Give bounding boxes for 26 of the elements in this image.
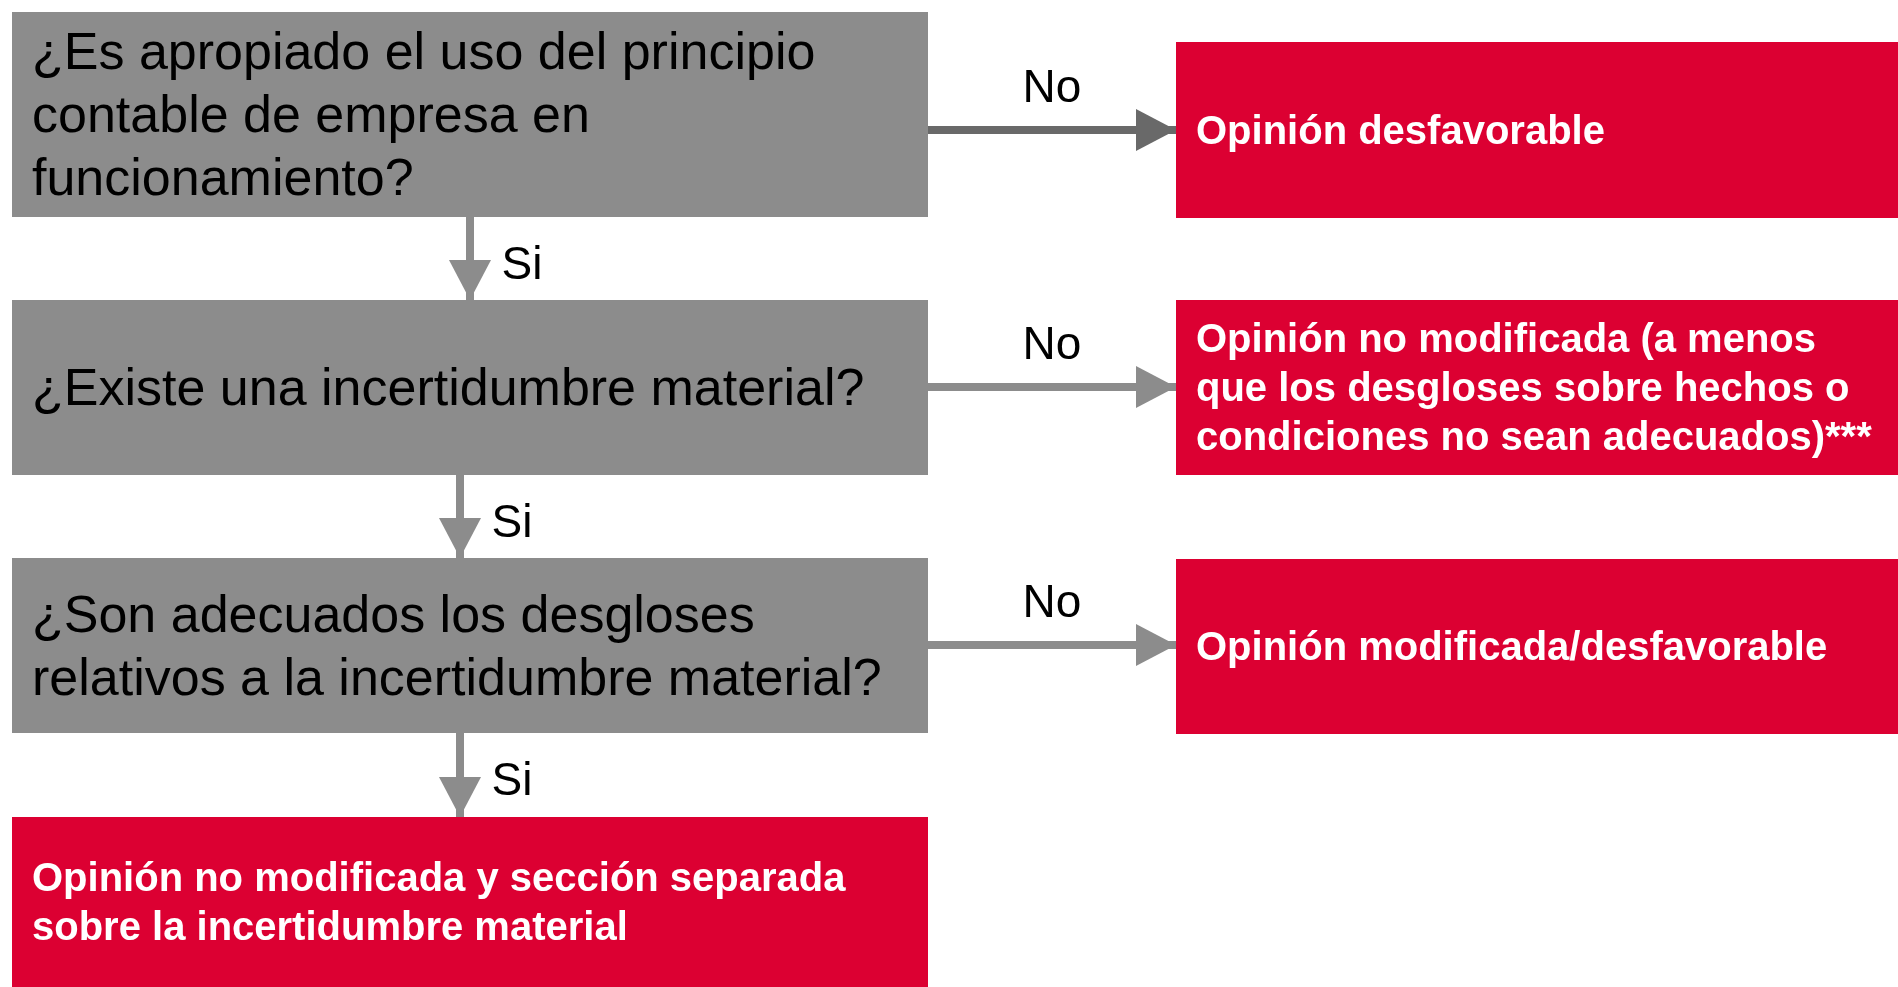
- decision-box: [12, 558, 928, 733]
- edge-label: Si: [491, 752, 533, 806]
- edge-label: No: [1022, 316, 1082, 370]
- edge-label: Si: [491, 493, 533, 548]
- arrow: [928, 624, 1176, 666]
- box-text: ¿Existe una incertidumbre material?: [32, 357, 865, 418]
- arrow: [439, 475, 481, 558]
- box-text: Opinión modificada/desfavorable: [1196, 623, 1828, 670]
- arrow: [439, 733, 481, 817]
- decision-box: [12, 12, 928, 217]
- outcome-box: [12, 817, 928, 987]
- box-text: ¿Son adecuados los desgloses relativos a la incertidumbre material?: [32, 583, 883, 708]
- box-text: Opinión no modificada y sección separada sobre la incertidumbre material: [32, 854, 847, 950]
- arrow: [449, 217, 491, 300]
- box-text: ¿Es apropiado el uso del principio contable de empresa en funcionamiento?: [32, 21, 817, 208]
- outcome-box: [1176, 300, 1898, 475]
- outcome-box: [1176, 559, 1898, 734]
- arrow: [928, 366, 1176, 408]
- box-text: Opinión no modificada (a menos que los desgloses sobre hechos o condiciones no sean adecuados)***: [1196, 315, 1873, 460]
- box-text: Opinión desfavorable: [1196, 106, 1605, 154]
- edge-label: No: [1022, 59, 1082, 113]
- arrow: [928, 109, 1176, 151]
- edge-label: No: [1022, 574, 1082, 628]
- edge-label: Si: [501, 235, 543, 290]
- decision-box: [12, 300, 928, 475]
- outcome-box: [1176, 42, 1898, 218]
